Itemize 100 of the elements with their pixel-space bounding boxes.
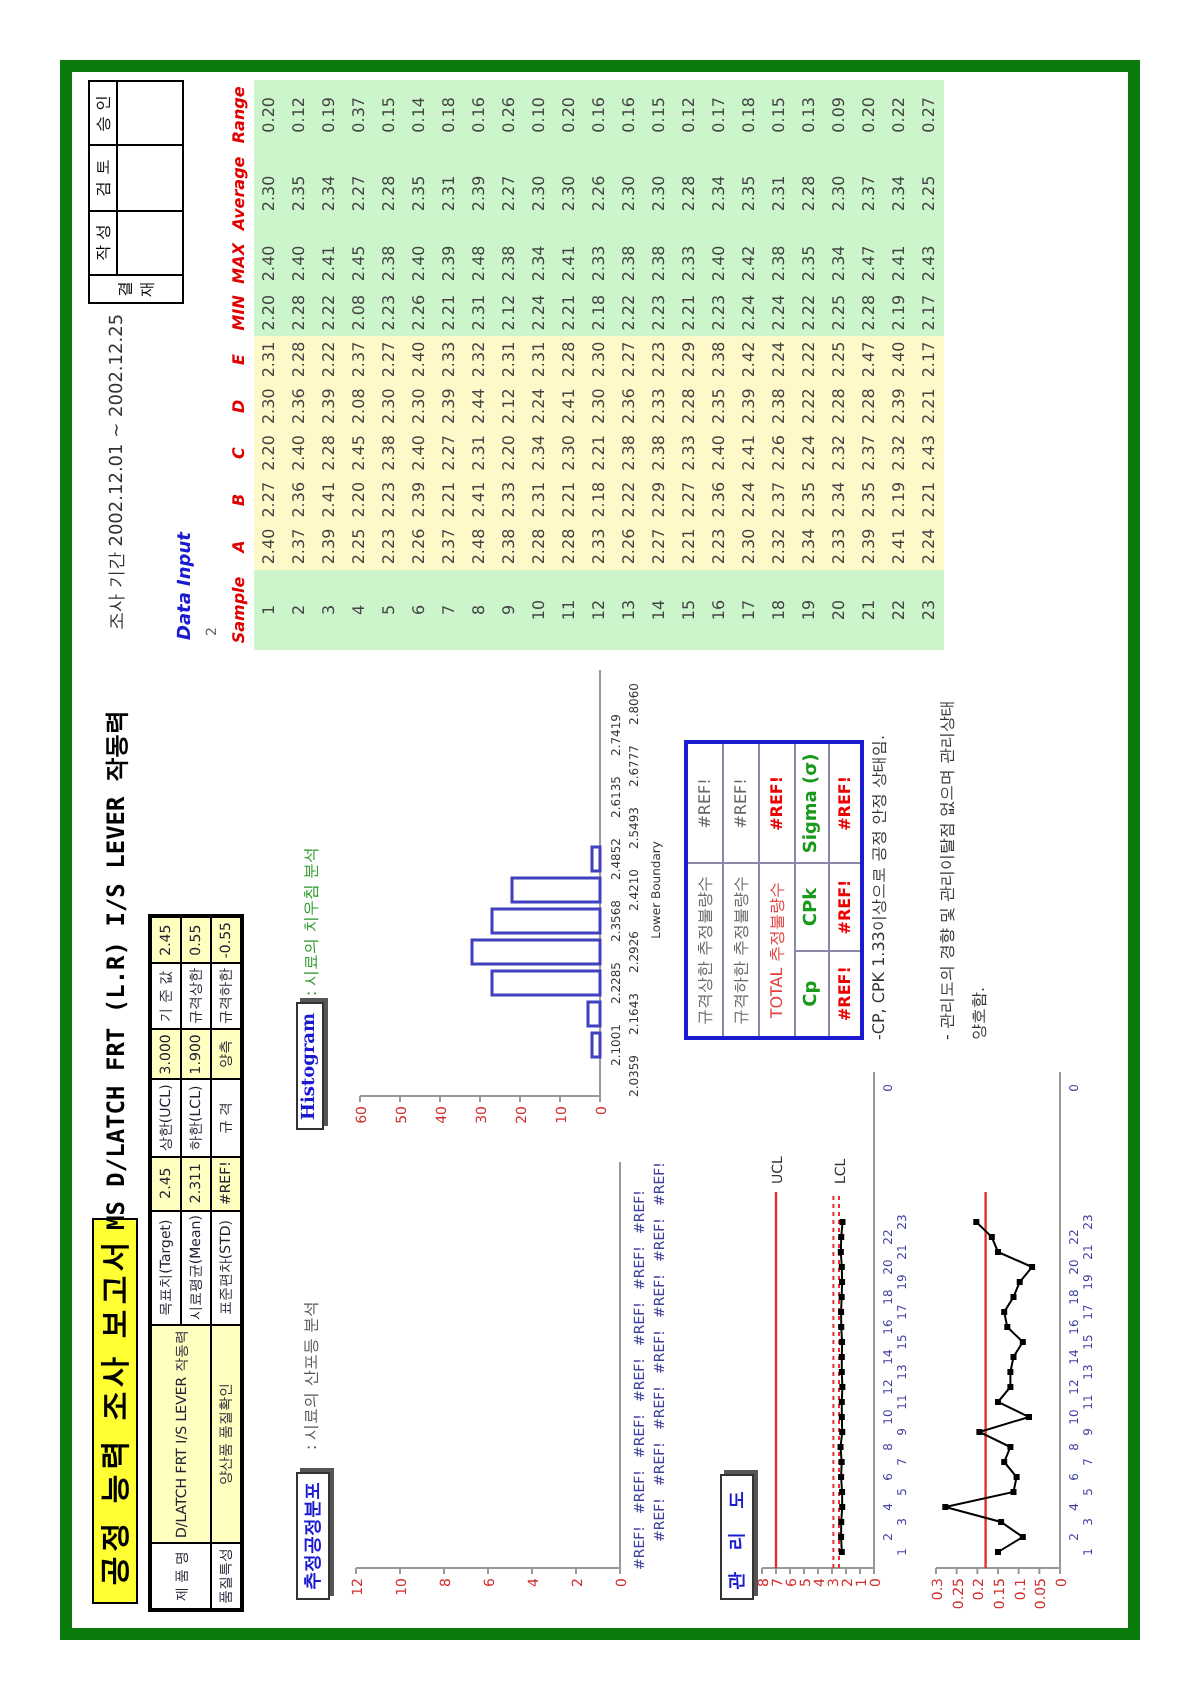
table-cell: 2.33 <box>494 476 524 524</box>
table-cell: 규격상한 추정불량수 <box>686 863 723 1038</box>
table-cell: 2.35 <box>734 149 764 238</box>
table-cell: 2.27 <box>494 149 524 238</box>
survey-period: 조사 기간 2002.12.01 ~ 2002.12.25 <box>106 313 130 630</box>
table-cell: 2.40 <box>704 237 734 290</box>
table-cell: 2.23 <box>644 336 674 383</box>
table-cell: 2.31 <box>434 149 464 238</box>
table-cell: 2.28 <box>854 289 884 337</box>
table-cell: 2.22 <box>794 289 824 337</box>
table-cell: 2.31 <box>524 476 554 524</box>
table-cell: 2.20 <box>344 476 374 524</box>
table-cell: 21 <box>854 569 884 650</box>
table-cell: 2.21 <box>554 476 584 524</box>
table-cell: 2.44 <box>464 382 494 430</box>
table-cell: 2.30 <box>734 523 764 570</box>
table-cell: 2.36 <box>284 476 314 524</box>
table-cell: 5 <box>374 569 404 650</box>
table-cell: 2.40 <box>404 336 434 383</box>
table-cell: 2.33 <box>434 336 464 383</box>
table-cell: 2.27 <box>344 149 374 238</box>
section-label: Histogram <box>296 1002 324 1130</box>
table-cell: 2.33 <box>824 523 854 570</box>
table-cell: 8 <box>464 569 494 650</box>
table-cell: 2.24 <box>524 382 554 430</box>
table-cell: 2.41 <box>464 476 494 524</box>
table-cell: 2.24 <box>734 476 764 524</box>
table-cell: 1 <box>254 569 284 650</box>
table-cell: 0.22 <box>884 80 914 150</box>
table-cell: 2.19 <box>884 476 914 524</box>
table-cell: 2.27 <box>614 336 644 383</box>
table-cell: 2.24 <box>524 289 554 337</box>
table-cell: 2.45 <box>344 429 374 477</box>
table-cell: 2.27 <box>434 429 464 477</box>
table-cell: 2.34 <box>524 429 554 477</box>
table-cell: 2.28 <box>554 336 584 383</box>
table-cell: 2.23 <box>704 289 734 337</box>
table-cell: 2.35 <box>794 237 824 290</box>
table-cell: 2.30 <box>554 149 584 238</box>
table-cell: 4 <box>344 569 374 650</box>
table-cell: 2.41 <box>314 476 344 524</box>
table-cell: 0.15 <box>644 80 674 150</box>
table-cell: 2.24 <box>734 289 764 337</box>
table-cell: 2.36 <box>704 476 734 524</box>
table-cell: 2.35 <box>404 149 434 238</box>
table-cell: 2.47 <box>854 336 884 383</box>
table-cell: 2.22 <box>314 289 344 337</box>
table-cell: 2.41 <box>554 237 584 290</box>
table-cell: 2.28 <box>674 382 704 430</box>
table-cell: 2.37 <box>854 429 884 477</box>
table-cell: 2.32 <box>884 429 914 477</box>
table-cell: 2.41 <box>554 382 584 430</box>
table-cell: 2.22 <box>794 336 824 383</box>
table-cell: 2.38 <box>764 237 794 290</box>
table-cell: 2.40 <box>254 523 284 570</box>
table-cell: 0.18 <box>434 80 464 150</box>
table-cell: 2.22 <box>614 476 644 524</box>
table-cell: 2.43 <box>914 429 944 477</box>
table-cell: 2.34 <box>314 149 344 238</box>
table-cell: 2.31 <box>464 289 494 337</box>
table-cell: 2.26 <box>614 523 644 570</box>
table-cell: 2.39 <box>464 149 494 238</box>
table-cell: 2.30 <box>404 382 434 430</box>
table-cell: 2.23 <box>644 289 674 337</box>
table-cell: 2.22 <box>614 289 644 337</box>
table-cell: 2.28 <box>284 289 314 337</box>
table-cell: 2.39 <box>734 382 764 430</box>
table-cell: 2.30 <box>824 149 854 238</box>
table-cell: 2.33 <box>674 429 704 477</box>
table-cell: 2.48 <box>464 237 494 290</box>
table-cell: 2.12 <box>494 382 524 430</box>
table-cell: 2.26 <box>404 289 434 337</box>
table-cell: 2.28 <box>524 523 554 570</box>
table-cell: 0.16 <box>614 80 644 150</box>
table-cell: 2.31 <box>254 336 284 383</box>
table-cell: 2.21 <box>434 476 464 524</box>
table-cell: 0.12 <box>674 80 704 150</box>
table-cell: 2.26 <box>584 149 614 238</box>
table-cell: 0.27 <box>914 80 944 150</box>
table-cell: 2.21 <box>914 476 944 524</box>
table-cell: 2.32 <box>464 336 494 383</box>
table-cell: 2.31 <box>464 429 494 477</box>
table-cell: 2.38 <box>614 429 644 477</box>
table-cell: 2.30 <box>254 149 284 238</box>
table-cell: 2.38 <box>494 523 524 570</box>
chart-subtitle: : 시료의 치우침 분석 <box>300 847 322 996</box>
table-cell: 0.20 <box>854 80 884 150</box>
table-cell: 2.18 <box>584 476 614 524</box>
table-cell: 2.38 <box>374 429 404 477</box>
table-cell: 0.20 <box>554 80 584 150</box>
table-cell: 2.28 <box>854 382 884 430</box>
table-cell: 2.40 <box>284 429 314 477</box>
table-cell: 2.34 <box>704 149 734 238</box>
table-cell: 2.38 <box>374 237 404 290</box>
table-cell: 22 <box>884 569 914 650</box>
table-cell: 0.37 <box>344 80 374 150</box>
table-cell: 2.30 <box>554 429 584 477</box>
table-cell: 18 <box>764 569 794 650</box>
table-cell: 2.33 <box>674 237 704 290</box>
table-cell: 2.25 <box>914 149 944 238</box>
